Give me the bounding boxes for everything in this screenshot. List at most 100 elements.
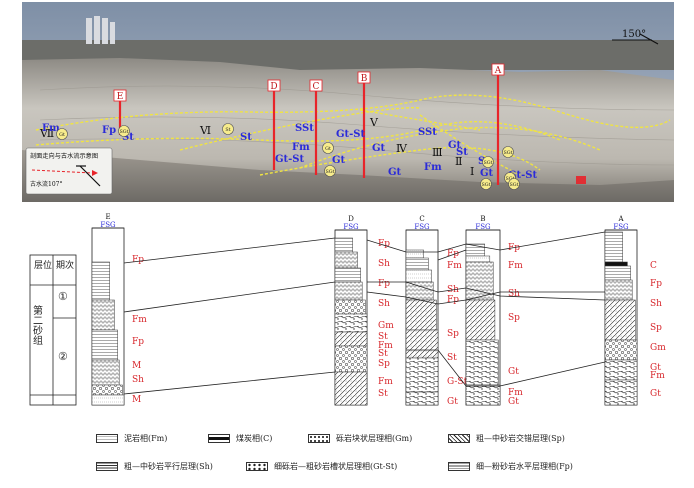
column-well: B — [480, 215, 485, 223]
column-facies-label: Fp — [378, 279, 390, 289]
column-facies-label: G-St — [447, 377, 468, 387]
layer-sp — [405, 329, 439, 359]
column-scale: FSG — [343, 223, 359, 231]
well-tag — [113, 89, 127, 102]
marker-circle — [480, 178, 492, 190]
layer-gtst — [405, 391, 439, 406]
column-facies-label: Fp — [650, 279, 662, 289]
column-facies-label: Fm — [447, 261, 462, 271]
marker-label: SGt — [481, 182, 490, 188]
legend-item-sp: 粗—中砂岩交错层理(Sp) — [448, 431, 565, 445]
column-facies-label: Gt — [650, 389, 661, 399]
layer-sp — [465, 299, 496, 341]
column-facies-label: Fp — [132, 337, 144, 347]
phase-label: Ⅰ — [470, 165, 474, 178]
legend-label: 粗—中砂岩交错层理(Sp) — [476, 433, 565, 443]
layer-fm — [405, 269, 432, 283]
well-C: C — [309, 79, 323, 175]
legend-swatch-fm — [96, 433, 118, 443]
marker-label: SGt — [119, 129, 128, 135]
column-facies-label: Fp — [132, 255, 144, 265]
facies-label: Fm — [42, 123, 60, 134]
legend-item-gtst: 细砾岩—粗砂岩槽状层理相(Gt-St) — [246, 459, 397, 473]
marker-circle — [222, 123, 234, 135]
column-facies-label: Sp — [378, 359, 390, 369]
legend-label: 泥岩相(Fm) — [124, 433, 168, 443]
legend-label: 细砾岩—粗砂岩槽状层理相(Gt-St) — [274, 461, 398, 471]
phase-label: Ⅵ — [199, 124, 211, 137]
column-facies-label: Gt — [650, 363, 661, 373]
well-label: C — [313, 82, 320, 92]
layer-gm — [604, 339, 638, 361]
marker-circle — [56, 128, 68, 140]
layer-fm — [405, 249, 424, 259]
legend-swatch-c — [208, 433, 230, 443]
column-facies-label: C — [650, 261, 657, 271]
marker-label: Gt — [325, 146, 331, 152]
column-facies-label: Fm — [378, 377, 393, 387]
column-facies-label: St — [378, 389, 388, 399]
facies-label: Gt — [448, 140, 462, 151]
marker-label: SGt — [483, 160, 492, 166]
legend-swatch-gtst — [246, 461, 268, 471]
layer-sh — [91, 359, 120, 386]
layer-fp — [334, 267, 361, 283]
marker-circle — [508, 178, 520, 190]
column-scale: FSG — [414, 223, 430, 231]
legend-item-fp: 细—粉砂岩水平层理相(Fp) — [448, 459, 573, 473]
header-phase: 期次 — [56, 259, 74, 271]
column-facies-label: Gt — [508, 367, 519, 377]
column-facies-label: Sh — [378, 299, 390, 309]
layer-fp — [91, 261, 110, 301]
layer-fp — [405, 257, 429, 271]
phase-label: Ⅴ — [369, 116, 379, 129]
legend-label: 细—粉砂岩水平层理相(Fp) — [476, 461, 573, 471]
layer-sp — [405, 299, 437, 331]
column-facies-label: M — [132, 395, 141, 405]
group-name: 第二砂组 — [31, 304, 43, 345]
legend-row-1: 泥岩相(Fm) 煤炭相(C) 砾岩块状层理相(Gm) 粗—中砂岩交错层理(Sp) — [96, 431, 686, 449]
marker-circle — [322, 142, 334, 154]
marker-label: SGt — [509, 182, 518, 188]
well-A: A — [491, 63, 505, 185]
layer-sh — [604, 279, 633, 301]
layer-fp — [91, 329, 118, 361]
layer-sp — [334, 371, 368, 406]
column-facies-label: Fm — [378, 341, 393, 351]
layer-sh — [334, 281, 363, 301]
legend-item-fm: 泥岩相(Fm) — [96, 431, 167, 445]
correlation-lines — [123, 231, 606, 395]
well-label: D — [270, 82, 277, 92]
column-facies-label: St — [447, 353, 457, 363]
well-tag — [491, 63, 505, 76]
layer-gm — [334, 299, 366, 315]
phase-boundaries — [35, 94, 671, 176]
level-table — [29, 254, 77, 406]
facies-label: SSt — [295, 123, 314, 134]
layer-fm — [91, 394, 125, 406]
legend-swatch-gm — [308, 433, 330, 443]
facies-label: Gt — [372, 143, 386, 154]
compass-label: 150° — [622, 29, 646, 40]
facies-label: SSt — [418, 127, 437, 138]
marker-label: SGt — [503, 150, 512, 156]
facies-label: Gt — [480, 168, 494, 179]
column-facies-label: Sp — [508, 313, 520, 323]
phase-numerals: Ⅰ Ⅱ Ⅲ Ⅳ Ⅴ Ⅵ Ⅶ — [39, 116, 474, 178]
facies-label: Fp — [102, 125, 116, 136]
column-scale: FSG — [475, 223, 491, 231]
column-facies-label: Sh — [508, 289, 520, 299]
compass-indicator: 150° — [612, 29, 659, 45]
legend-label: 煤炭相(C) — [236, 433, 273, 443]
well-D: D — [267, 79, 281, 170]
phase-label: Ⅶ — [39, 127, 54, 140]
layer-fp — [604, 265, 631, 281]
legend-label: 砾岩块状层理相(Gm) — [336, 433, 413, 443]
column-well: C — [419, 215, 424, 223]
facies-label: Gt-St — [508, 170, 538, 181]
marker-circle — [324, 165, 336, 177]
